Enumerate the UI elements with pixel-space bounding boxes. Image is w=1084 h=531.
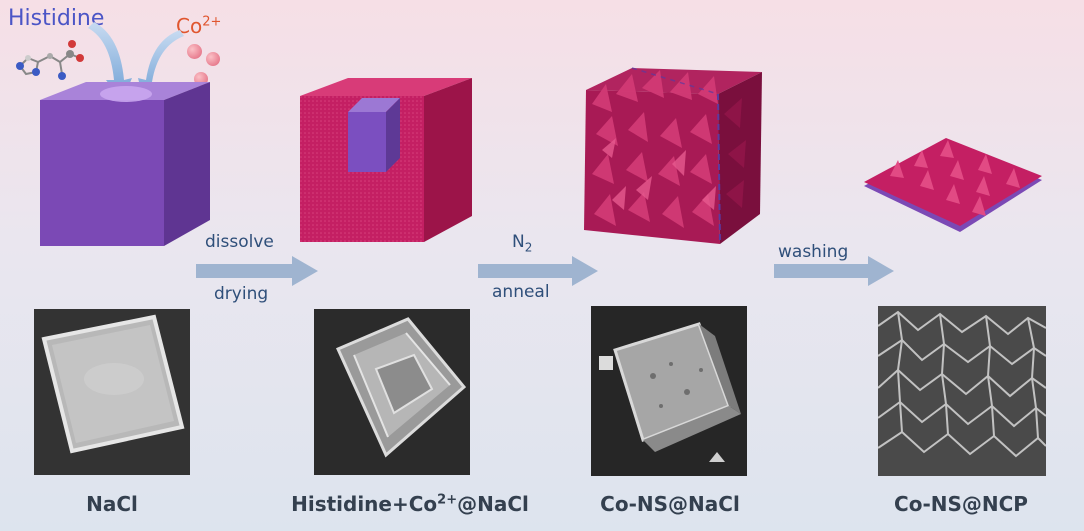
sem-image-nacl [34,309,190,475]
step-dissolve-label: dissolve [205,232,274,252]
step-drying-label: drying [214,284,269,304]
step-anneal-label: anneal [492,282,550,302]
histidine-label: Histidine [8,6,105,31]
sem-image-histidine-co-nacl [314,309,470,475]
caption-nacl: NaCl [86,492,138,516]
histidine-co-nacl-cube-model [300,78,472,242]
sem-image-co-ns-ncp [878,306,1046,476]
process-arrow-2 [478,256,598,286]
step-n2-label: N2 [512,232,533,255]
caption-co-ns-nacl: Co-NS@NaCl [600,492,740,516]
process-arrow-1 [196,256,318,286]
co-ns-ncp-sheet-model [864,138,1042,232]
caption-histidine-co-nacl: Histidine+Co2+@NaCl [291,492,529,516]
co-ns-nacl-cube-model [584,67,762,245]
histidine-molecule-icon [16,40,84,80]
step-washing-label: washing [778,242,849,262]
cobalt-ion-sphere [187,44,202,59]
process-arrow-3 [774,256,894,286]
sem-image-co-ns-nacl [591,306,747,476]
cobalt-ion-sphere [206,52,220,66]
caption-co-ns-ncp: Co-NS@NCP [894,492,1028,516]
nacl-cube-model [40,82,210,246]
